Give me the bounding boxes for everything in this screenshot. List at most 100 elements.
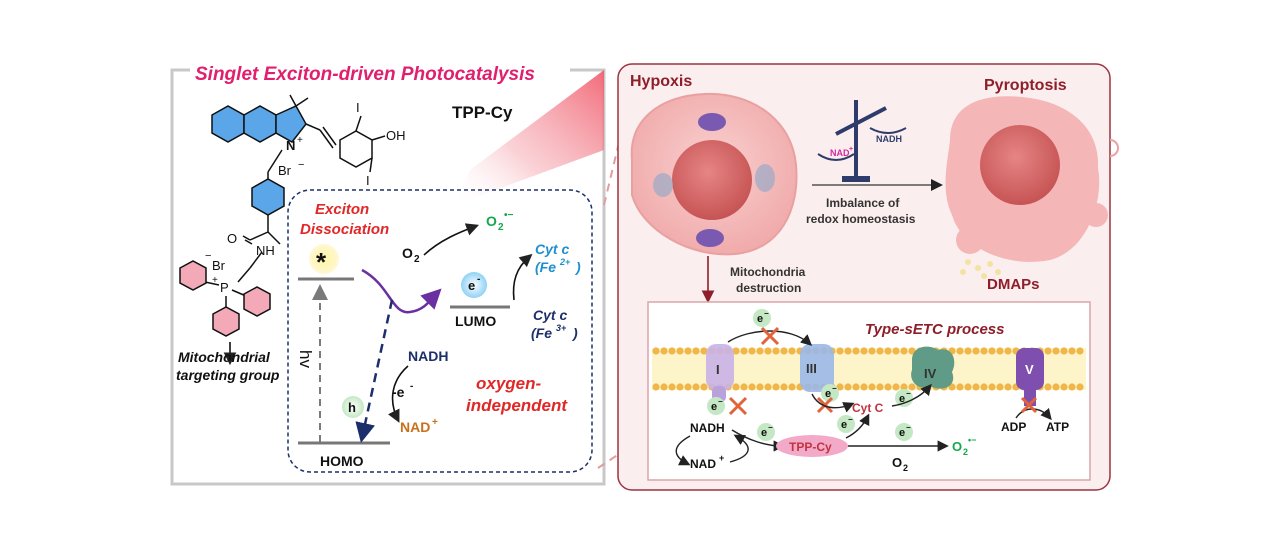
complex-IV — [911, 346, 955, 389]
o2-label: O — [402, 245, 413, 261]
minus-electron: -e — [392, 384, 405, 400]
superoxide-label: O — [486, 213, 497, 229]
oxygen-label-1: oxygen- — [476, 374, 542, 393]
cytc-reduction-arrow — [512, 253, 533, 301]
lipid-head — [900, 383, 908, 391]
lipid-head — [892, 347, 900, 355]
cytc-fe3-line1: Cyt c — [533, 307, 567, 323]
light-beam — [455, 70, 604, 205]
imbalance-line2: redox homeostasis — [806, 212, 916, 226]
exciton-label-2: Dissociation — [300, 221, 389, 238]
block-cross-2 — [728, 396, 748, 416]
nad-cycle-sup: + — [719, 453, 724, 463]
e-bubble-7-sup: − — [906, 423, 911, 432]
title-mask — [190, 58, 570, 86]
setc-superoxide: O — [952, 439, 962, 454]
e-bubble-3-label: e — [825, 388, 831, 400]
lipid-head — [836, 383, 844, 391]
lipid-head — [1052, 383, 1060, 391]
block-cross-3 — [816, 396, 834, 414]
superoxide-sup: •− — [504, 210, 514, 221]
superoxide-sub: 2 — [498, 222, 504, 233]
er-1 — [653, 173, 673, 197]
lipid-head — [996, 383, 1004, 391]
e-bubble-6 — [837, 415, 855, 433]
lipid-head — [860, 347, 868, 355]
e-bubble-3-sup: − — [832, 384, 837, 393]
e-arrow-III-cytc — [811, 393, 855, 413]
lipid-head — [988, 383, 996, 391]
nad-plus-label: NAD — [400, 419, 430, 435]
e-arrow-cytc-IV — [891, 383, 932, 407]
tpp-cy-label: TPP-Cy — [789, 440, 832, 454]
homo-label: HOMO — [320, 453, 364, 469]
cytc-fe3-line2: (Fe — [531, 325, 552, 341]
adp-label: ADP — [1001, 420, 1026, 434]
e-bubble-5 — [757, 423, 775, 441]
lipid-head — [972, 347, 980, 355]
e-bubble-2-label: e — [711, 401, 717, 413]
e-bubble-1-sup: − — [764, 309, 769, 318]
lipid-head — [1004, 347, 1012, 355]
lipid-head — [852, 347, 860, 355]
hv-label: hv — [296, 350, 315, 368]
e-bubble-6-label: e — [841, 419, 847, 431]
lipid-head — [788, 347, 796, 355]
lipid-head — [964, 383, 972, 391]
carbonyl-oxygen: O — [227, 231, 237, 246]
lipid-head — [684, 347, 692, 355]
setc-title: Type-sETC process — [865, 321, 1005, 338]
nad-return-arrow — [729, 434, 749, 463]
mechanism-box — [287, 189, 593, 473]
benzyl-linker — [237, 149, 285, 283]
lipid-head — [852, 383, 860, 391]
lipid-head — [684, 383, 692, 391]
complex-V-label: V — [1025, 362, 1034, 377]
nadh-to-nad-arrow — [675, 435, 691, 466]
phosphorus-charge: + — [212, 275, 218, 286]
lipid-head — [956, 347, 964, 355]
lipid-head — [1060, 347, 1068, 355]
e-bubble-5-sup: − — [768, 423, 773, 432]
bromide-2: Br — [212, 258, 226, 273]
nucleus — [672, 140, 752, 220]
lipid-head — [756, 347, 764, 355]
molecule-name: TPP-Cy — [452, 103, 513, 122]
lipid-head — [780, 383, 788, 391]
bromide-1-charge: − — [298, 159, 304, 171]
lipid-head — [876, 347, 884, 355]
lipid-head — [756, 383, 764, 391]
lipid-head — [948, 383, 956, 391]
lipid-head — [1076, 383, 1084, 391]
mitochondrion-2 — [696, 229, 724, 247]
iodine-top: I — [356, 100, 360, 115]
o2-reduction-arrow — [423, 223, 479, 256]
scale-nadh: NADH — [876, 134, 902, 144]
o2-sub: 2 — [414, 254, 420, 265]
lipid-head — [996, 347, 1004, 355]
complex-I-label: I — [716, 362, 720, 377]
lipid-head — [740, 383, 748, 391]
er-2 — [755, 164, 775, 192]
lipid-head — [956, 383, 964, 391]
lipid-head — [652, 383, 660, 391]
cytc-fe2-sup: 2+ — [559, 257, 571, 267]
electron-glow — [461, 272, 487, 298]
bromide-2-charge: − — [205, 250, 211, 262]
lipid-head — [980, 347, 988, 355]
lipid-head — [668, 347, 676, 355]
lipid-head — [1068, 347, 1076, 355]
nadh-cycle-label: NADH — [690, 421, 725, 435]
block-cross-4 — [1020, 396, 1038, 414]
lipid-head — [1052, 347, 1060, 355]
lipid-head — [892, 383, 900, 391]
excited-state-mark: * — [316, 247, 327, 277]
lipid-head — [1068, 383, 1076, 391]
pyroptosis-label: Pyroptosis — [984, 77, 1067, 94]
lipid-head — [836, 347, 844, 355]
excited-state-glow — [309, 244, 339, 274]
lipid-head — [788, 383, 796, 391]
scale-nad: NAD — [830, 148, 850, 158]
nitrogen-charge: + — [297, 135, 303, 146]
